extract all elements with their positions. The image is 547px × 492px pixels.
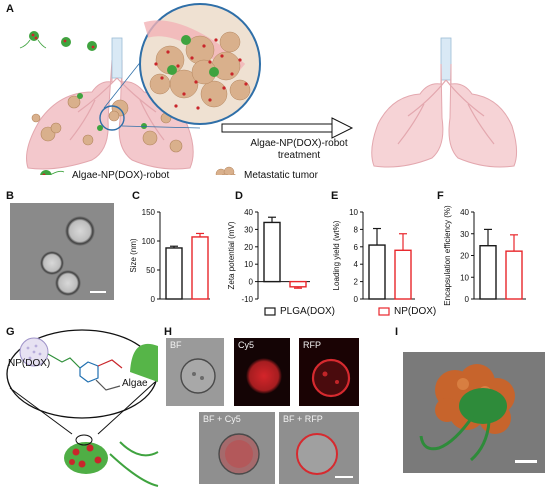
- panel-label-a: A: [6, 3, 14, 15]
- panel-label-c: C: [132, 190, 140, 202]
- panel-label-f: F: [437, 190, 444, 202]
- legend-swatch-plga: [264, 307, 276, 316]
- legend-robot-label: Algae-NP(DOX)-robot: [72, 170, 170, 181]
- micrograph-cy5-label: Cy5: [238, 340, 255, 350]
- y-tick-label-d-3: 20: [244, 243, 253, 252]
- y-tick-label-d-2: 10: [244, 260, 253, 269]
- micrograph-bf-cy5: [199, 412, 275, 484]
- panel-label-i: I: [395, 326, 399, 338]
- panel-label-g: G: [6, 326, 15, 338]
- legend-tumor-icon: [215, 166, 237, 175]
- zoom-source-circle: [99, 105, 125, 131]
- y-tick-label-c-1: 50: [146, 266, 155, 275]
- sem-image: [403, 352, 545, 473]
- y-tick-label-e-3: 6: [354, 243, 359, 252]
- tem-image: [10, 203, 114, 300]
- micrograph-bf-rfp-label: BF + RFP: [283, 414, 323, 424]
- y-tick-label-e-0: 0: [354, 295, 359, 304]
- micrograph-rfp: [299, 338, 359, 406]
- legend-label-np: NP(DOX): [394, 306, 437, 317]
- y-tick-label-d-5: 40: [244, 208, 253, 217]
- panel-label-e: E: [331, 190, 339, 202]
- y-tick-label-f-1: 10: [460, 273, 469, 282]
- bar-e-2: [394, 249, 412, 300]
- y-tick-label-f-4: 40: [460, 208, 469, 217]
- micrograph-bf: [166, 338, 224, 406]
- arrow-label-line2: treatment: [277, 150, 321, 161]
- panel-a-schematic: [19, 3, 518, 175]
- y-axis-title-f: Encapsulation efficiency (%): [443, 205, 452, 306]
- bar-c-1: [165, 247, 183, 300]
- micrograph-bf-cy5-label: BF + Cy5: [203, 414, 241, 424]
- y-tick-label-f-2: 20: [460, 252, 469, 261]
- y-tick-label-f-0: 0: [465, 295, 470, 304]
- y-tick-label-d-4: 30: [244, 225, 253, 234]
- micrograph-bf-rfp: [279, 412, 359, 484]
- y-tick-label-d-0: -10: [241, 295, 253, 304]
- algae-label: Algae: [122, 378, 148, 389]
- zoomed-tumor-view: [139, 3, 261, 125]
- y-axis-title-d: Zeta potential (mV): [227, 221, 236, 289]
- tumor-clusters: [31, 95, 183, 153]
- panel-label-d: D: [235, 190, 243, 202]
- bar-e-1: [368, 244, 386, 300]
- y-tick-label-c-3: 150: [142, 208, 156, 217]
- y-tick-label-c-2: 100: [142, 237, 156, 246]
- bar-d-1: [263, 221, 281, 283]
- y-tick-label-e-4: 8: [354, 225, 359, 234]
- bar-c-2: [191, 236, 209, 300]
- y-tick-label-f-3: 30: [460, 230, 469, 239]
- legend-robot-icon: [40, 170, 65, 175]
- np-dox-label: NP(DOX): [8, 358, 51, 369]
- y-tick-label-e-5: 10: [349, 208, 358, 217]
- right-lungs-healthy: [371, 37, 518, 168]
- panel-g-schematic: [6, 329, 159, 487]
- y-axis-title-c: Size (nm): [129, 238, 138, 273]
- treatment-arrow: [221, 117, 354, 139]
- y-tick-label-c-0: 0: [151, 295, 156, 304]
- y-tick-label-e-2: 4: [354, 260, 359, 269]
- legend-label-plga: PLGA(DOX): [280, 306, 336, 317]
- y-axis-title-e: Loading yield (wt%): [332, 220, 341, 290]
- panel-label-b: B: [6, 190, 14, 202]
- micrograph-cy5: [234, 338, 290, 406]
- legend-swatch-np: [378, 307, 390, 316]
- micrograph-bf-label: BF: [170, 340, 182, 350]
- bar-d-2: [289, 280, 307, 288]
- y-tick-label-d-1: 0: [249, 278, 254, 287]
- micrograph-rfp-label: RFP: [303, 340, 321, 350]
- algae-robots-left: [19, 31, 147, 131]
- y-tick-label-e-1: 2: [354, 278, 359, 287]
- legend-tumor-label: Metastatic tumor: [244, 170, 318, 181]
- panel-label-h: H: [164, 326, 172, 338]
- arrow-label-line1: Algae-NP(DOX)-robot: [250, 138, 348, 149]
- bar-f-1: [479, 245, 497, 300]
- bar-f-2: [505, 250, 523, 300]
